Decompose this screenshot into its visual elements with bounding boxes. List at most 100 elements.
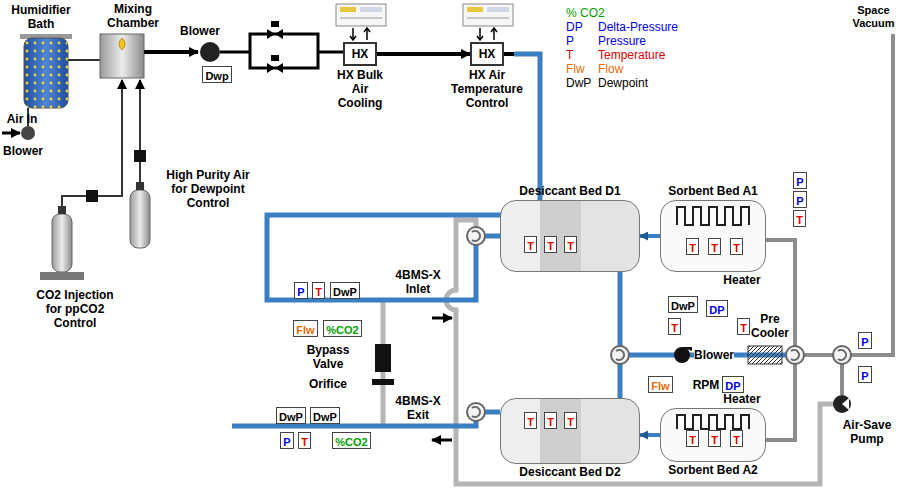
gas-cylinders bbox=[86, 190, 98, 202]
gas-cylinders bbox=[139, 80, 141, 182]
air-save-pump bbox=[833, 395, 851, 413]
sensor-box: P bbox=[793, 191, 807, 208]
supply-air-line bbox=[200, 42, 220, 62]
sensor-box: P bbox=[793, 172, 807, 189]
gas-cylinders bbox=[40, 272, 84, 280]
part-label: Blower bbox=[694, 348, 734, 362]
sensor-box: Flw bbox=[648, 376, 673, 393]
part-label: 4BMS-X Exit bbox=[392, 394, 444, 422]
sensor-code: DP bbox=[709, 303, 724, 318]
heat-exchanger: HXHX Bulk Air Cooling bbox=[343, 42, 377, 66]
air-save-pump bbox=[842, 398, 849, 410]
part-label: Bypass Valve bbox=[300, 343, 356, 371]
chiller-unit bbox=[487, 7, 509, 12]
humidifier-bath bbox=[21, 126, 35, 140]
sensor-code: Flw bbox=[651, 379, 669, 394]
part-label: Blower bbox=[176, 24, 224, 38]
sensor-box: T bbox=[544, 236, 557, 253]
chiller-unit bbox=[350, 28, 370, 40]
sensor-box: T bbox=[793, 210, 806, 227]
gas-cylinders bbox=[130, 190, 150, 248]
sensor-code: P bbox=[861, 335, 868, 350]
sensor-box: T bbox=[312, 282, 325, 299]
sensor-code: T bbox=[547, 415, 554, 430]
heater-coil bbox=[677, 207, 749, 225]
process-air-pipe bbox=[267, 54, 540, 300]
node-label: Heater bbox=[717, 392, 767, 406]
sensor-code: DwP bbox=[313, 410, 337, 425]
sensor-code: T bbox=[740, 321, 747, 336]
sensor-code: DwP bbox=[671, 299, 695, 314]
legend-text: % CO2 bbox=[566, 6, 605, 20]
sensor-box: T bbox=[524, 412, 537, 429]
supply-air-line bbox=[267, 63, 283, 73]
chiller-unit bbox=[463, 4, 513, 26]
flow-connector bbox=[640, 234, 660, 238]
node-label: Desiccant Bed D1 bbox=[501, 184, 639, 198]
desiccant-bed: Desiccant Bed D2TTT bbox=[500, 398, 640, 464]
air-save-pump bbox=[833, 395, 851, 413]
hx-label: HX bbox=[472, 47, 502, 61]
gas-cylinders bbox=[136, 182, 144, 190]
hx-label: HX bbox=[345, 47, 375, 61]
sensor-box: DwP bbox=[276, 407, 306, 424]
valve-symbol bbox=[467, 403, 485, 421]
sensor-code: P bbox=[796, 175, 803, 190]
gas-cylinders bbox=[40, 80, 150, 280]
blower-symbol bbox=[674, 347, 690, 363]
sensor-box: T bbox=[730, 238, 743, 255]
process-air-pipe bbox=[485, 236, 500, 412]
sensor-box: P bbox=[858, 366, 872, 383]
node-label: Sorbent Bed A2 bbox=[661, 463, 765, 477]
sensor-code: T bbox=[711, 241, 718, 256]
legend-text: Delta-Pressure bbox=[598, 20, 678, 34]
sensor-code: T bbox=[689, 433, 696, 448]
pre-cooler bbox=[748, 346, 782, 364]
legend-text: Temperature bbox=[598, 48, 665, 62]
sensor-box: DP bbox=[706, 300, 728, 317]
sensor-code: T bbox=[796, 213, 803, 228]
valve-symbol bbox=[372, 379, 394, 385]
sensor-code: T bbox=[689, 241, 696, 256]
process-air-pipe bbox=[232, 421, 476, 426]
sensor-box: DwP bbox=[668, 296, 698, 313]
sensor-code: P bbox=[297, 285, 304, 300]
supply-air-line bbox=[144, 50, 198, 54]
process-air-pipe bbox=[232, 54, 786, 440]
sensor-code: T bbox=[567, 415, 574, 430]
supply-air-line bbox=[220, 34, 343, 68]
sensor-code: T bbox=[547, 239, 554, 254]
blower-symbol bbox=[682, 347, 692, 351]
sensor-code: DP bbox=[725, 379, 740, 394]
sensor-code: T bbox=[733, 241, 740, 256]
sensor-code: %CO2 bbox=[335, 435, 367, 450]
sensor-code: Flw bbox=[296, 323, 314, 338]
sensor-code: T bbox=[671, 321, 678, 336]
sorbent-bed: Sorbent Bed A1HeaterTTT bbox=[660, 200, 766, 272]
part-label: Air-Save Pump bbox=[838, 418, 896, 446]
sensor-box: T bbox=[544, 412, 557, 429]
legend-text: Flw bbox=[566, 62, 585, 76]
part-label: Mixing Chamber bbox=[103, 2, 163, 30]
process-air-pipe bbox=[432, 317, 452, 320]
sensor-code: T bbox=[527, 415, 534, 430]
legend-text: Flow bbox=[598, 62, 623, 76]
part-label: Orifice bbox=[300, 377, 356, 391]
sensor-box: P bbox=[280, 432, 294, 449]
heater-coil bbox=[677, 415, 749, 429]
heater-coil bbox=[661, 201, 765, 271]
process-air-pipe bbox=[504, 52, 514, 56]
part-label: Humidifier Bath bbox=[5, 3, 77, 31]
mixing-chamber bbox=[100, 34, 144, 78]
flow-connector bbox=[640, 433, 660, 437]
legend-text: Pressure bbox=[598, 34, 646, 48]
sensor-box: T bbox=[564, 412, 577, 429]
supply-air-line bbox=[144, 21, 343, 73]
valve-symbol bbox=[786, 346, 804, 364]
sensor-box: T bbox=[686, 238, 699, 255]
sensor-box: %CO2 bbox=[332, 432, 371, 449]
valve-symbol bbox=[611, 346, 629, 364]
chiller-unit bbox=[336, 4, 386, 26]
sensor-code: T bbox=[315, 285, 322, 300]
